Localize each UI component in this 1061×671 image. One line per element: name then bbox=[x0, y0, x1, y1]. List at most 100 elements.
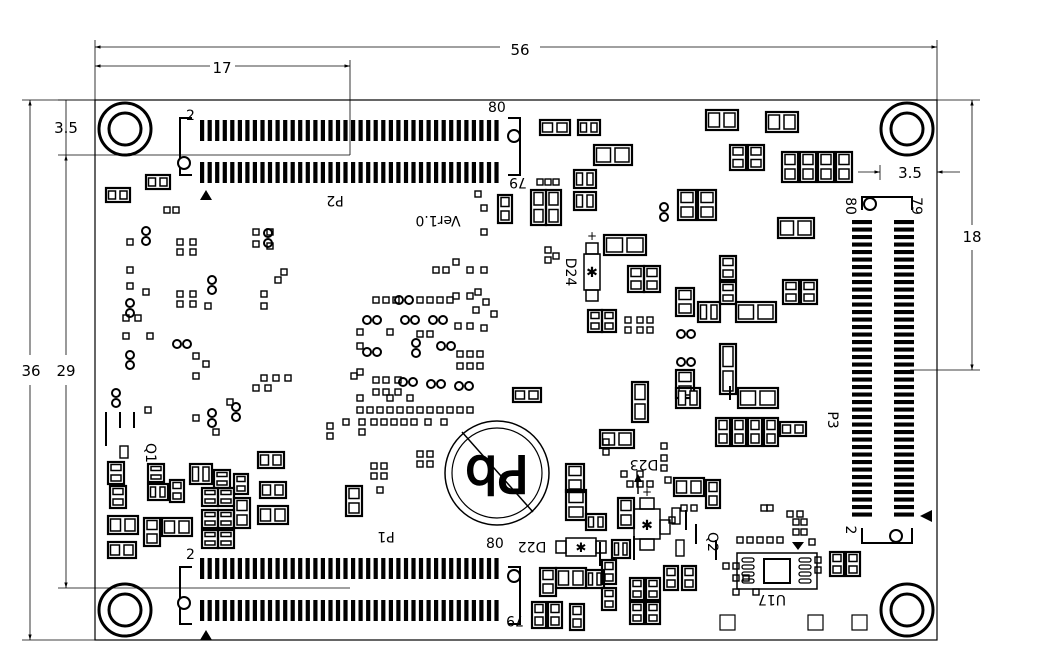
connector-pin bbox=[852, 377, 872, 382]
two-pad-component bbox=[718, 254, 738, 282]
connector-pin bbox=[260, 558, 265, 579]
connector-pin bbox=[267, 120, 273, 141]
connector-pin bbox=[852, 325, 872, 330]
two-pad-components bbox=[104, 108, 862, 632]
via bbox=[480, 324, 488, 332]
connector-pin bbox=[207, 162, 212, 183]
connector-p1-pin-first: 2 bbox=[186, 547, 195, 563]
connector-p1-pins-row-a bbox=[200, 558, 499, 579]
two-pad-component bbox=[780, 150, 800, 184]
chip-pin bbox=[741, 564, 755, 570]
connector-pin bbox=[894, 340, 914, 345]
connector-p2-ref: P2 bbox=[326, 192, 343, 208]
connector-pin bbox=[471, 162, 476, 183]
two-pad-component bbox=[598, 428, 636, 450]
connector-pin bbox=[426, 162, 431, 183]
u17-label: U17 bbox=[758, 591, 786, 607]
connector-pin bbox=[852, 220, 872, 225]
connector-pin bbox=[894, 445, 914, 450]
via bbox=[416, 330, 424, 338]
dimension-margin-top-label: 3.5 bbox=[54, 119, 78, 137]
via bbox=[382, 388, 390, 396]
connector-pin bbox=[852, 422, 872, 427]
connector-pin bbox=[852, 467, 872, 472]
two-pad-component bbox=[546, 600, 564, 630]
via bbox=[410, 418, 418, 426]
figure8-footprint bbox=[207, 275, 217, 295]
via bbox=[260, 374, 268, 382]
connector-pin bbox=[852, 385, 872, 390]
via bbox=[466, 406, 474, 414]
via bbox=[436, 296, 444, 304]
connector-pin bbox=[426, 600, 431, 621]
connector-pin bbox=[320, 120, 325, 141]
via bbox=[552, 252, 560, 260]
via bbox=[646, 326, 654, 334]
via bbox=[356, 328, 364, 336]
via bbox=[442, 266, 450, 274]
via bbox=[192, 414, 200, 422]
connector-p3-pin-end: 79 bbox=[908, 197, 924, 215]
connector-pin bbox=[381, 600, 386, 621]
connector-pin bbox=[328, 600, 333, 621]
connector-pin bbox=[388, 162, 393, 183]
via bbox=[358, 428, 366, 436]
connector-pin bbox=[456, 162, 461, 183]
connector-p1: 2 80 79 P1 bbox=[177, 528, 524, 640]
connector-pin bbox=[388, 600, 393, 621]
figure8-footprint bbox=[362, 315, 382, 325]
connector-pin bbox=[275, 162, 280, 183]
via bbox=[382, 296, 390, 304]
two-pad-component bbox=[730, 416, 748, 448]
dimension-margin-right-label: 3.5 bbox=[898, 164, 922, 182]
connector-pin bbox=[215, 558, 220, 579]
connector-pin bbox=[320, 162, 325, 183]
chip-pin bbox=[741, 578, 755, 584]
connector-pin bbox=[373, 162, 378, 183]
connector-pin bbox=[418, 600, 424, 621]
via bbox=[386, 406, 394, 414]
connector-pin bbox=[237, 162, 242, 183]
connector-pin bbox=[449, 120, 454, 141]
via bbox=[416, 406, 424, 414]
two-pad-component bbox=[554, 566, 588, 590]
two-pad-component bbox=[674, 286, 696, 318]
two-pad-component bbox=[676, 188, 698, 222]
two-pad-component bbox=[496, 193, 514, 225]
via bbox=[358, 418, 366, 426]
via bbox=[396, 406, 404, 414]
connector-pin bbox=[366, 558, 371, 579]
connector-pin bbox=[852, 475, 872, 480]
connector-pin bbox=[471, 120, 476, 141]
connector-pin bbox=[479, 162, 484, 183]
connector-pin bbox=[456, 558, 461, 579]
connector-pin bbox=[418, 162, 424, 183]
connector-pin bbox=[894, 242, 914, 247]
connector-pin bbox=[366, 120, 371, 141]
connector-pin bbox=[852, 242, 872, 247]
connector-pin bbox=[230, 558, 235, 579]
two-pad-component bbox=[584, 568, 606, 590]
connector-pin bbox=[313, 600, 318, 621]
two-pad-component bbox=[168, 478, 186, 504]
figure8-footprint bbox=[411, 338, 421, 358]
connector-pin bbox=[894, 325, 914, 330]
connector-pin bbox=[852, 497, 872, 502]
via bbox=[126, 266, 134, 274]
two-pad-component bbox=[256, 450, 286, 470]
two-pad-component bbox=[644, 576, 662, 602]
via bbox=[544, 256, 552, 264]
two-pad-component bbox=[600, 586, 618, 612]
connector-pin bbox=[449, 558, 454, 579]
via bbox=[426, 330, 434, 338]
via bbox=[732, 574, 740, 582]
via bbox=[752, 588, 760, 596]
connector-pin bbox=[252, 600, 257, 621]
via bbox=[456, 362, 464, 370]
via bbox=[660, 442, 668, 450]
two-pad-component bbox=[530, 600, 548, 630]
via bbox=[814, 566, 822, 574]
two-pad-component bbox=[568, 602, 586, 632]
via bbox=[192, 372, 200, 380]
connector-pin bbox=[456, 120, 461, 141]
